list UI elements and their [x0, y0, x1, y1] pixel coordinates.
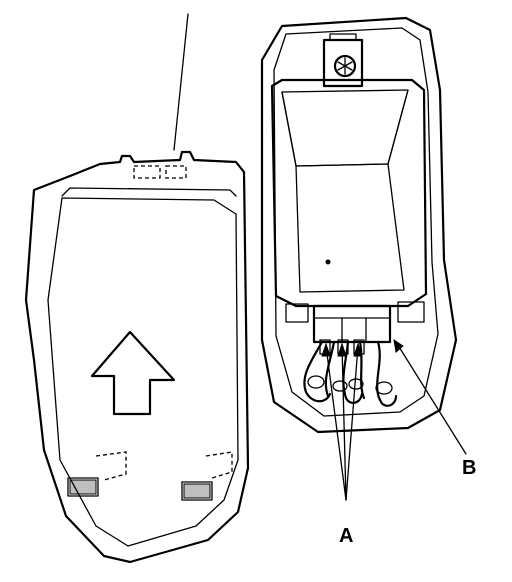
fuse-box-housing — [260, 16, 458, 434]
connector-block — [312, 304, 392, 344]
arrow-up-icon — [90, 330, 176, 416]
cover-latch-left — [67, 451, 127, 497]
relay-bracket — [322, 38, 364, 88]
relay-front-face — [295, 163, 405, 293]
cover-inner-panel — [47, 197, 239, 547]
callout-label-a: A — [339, 525, 353, 547]
callout-b-leader — [393, 338, 467, 455]
cover-top-hook-right — [165, 165, 187, 179]
cover-latch-right — [181, 451, 233, 501]
removed-cover — [24, 13, 250, 564]
screw-icon — [333, 54, 357, 78]
cover-pointer-line — [173, 13, 189, 151]
cover-outline — [24, 150, 250, 564]
relay-tab-left — [285, 303, 309, 323]
relay-tab-right — [397, 301, 425, 323]
relay-body — [270, 78, 428, 308]
relay-top-face — [281, 89, 409, 167]
cover-top-hook-left — [133, 165, 161, 179]
cover-rim — [61, 187, 237, 197]
housing-outer — [260, 16, 458, 434]
wire-harness — [303, 340, 398, 407]
callout-label-b: B — [462, 457, 476, 479]
housing-inner — [273, 27, 439, 417]
callout-a-leaders — [321, 342, 363, 501]
